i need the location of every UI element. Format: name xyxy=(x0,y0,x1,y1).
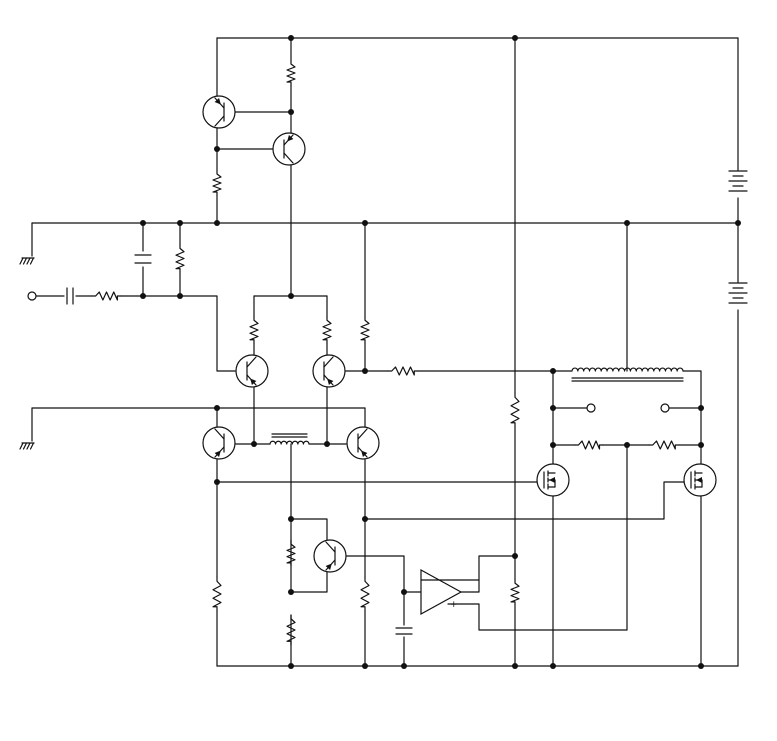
opamp xyxy=(420,568,463,616)
junction-dot xyxy=(140,220,146,226)
junction-dot xyxy=(214,479,220,485)
junction-dot xyxy=(362,368,368,374)
resistor xyxy=(286,540,296,567)
resistor xyxy=(648,440,680,450)
battery xyxy=(728,170,748,192)
junction-dot xyxy=(735,220,741,226)
components xyxy=(19,60,748,646)
junction-dot xyxy=(288,516,294,522)
terminal xyxy=(660,403,670,413)
arrowhead xyxy=(214,98,221,105)
wire xyxy=(290,518,328,541)
resistor xyxy=(574,440,604,450)
capacitor xyxy=(66,287,74,305)
opamp-noninverting-label: + xyxy=(450,600,458,610)
junction-dots xyxy=(140,35,741,669)
junction-dot xyxy=(214,146,220,152)
junction-dot xyxy=(401,663,407,669)
transistor-q3 xyxy=(235,354,269,388)
transistor-q1 xyxy=(202,95,236,129)
resistor xyxy=(322,316,332,344)
inductor xyxy=(571,367,684,372)
resistor xyxy=(510,579,520,606)
ground-symbol xyxy=(19,442,35,450)
junction-dot xyxy=(214,405,220,411)
inductor xyxy=(269,440,310,445)
arrowhead xyxy=(327,378,334,385)
junction-dot xyxy=(288,589,294,595)
transistor-q6 xyxy=(346,426,380,460)
junction-dot xyxy=(288,663,294,669)
battery xyxy=(728,282,748,304)
arrowhead xyxy=(250,378,257,385)
resistor xyxy=(175,244,185,273)
junction-dot xyxy=(512,553,518,559)
resistor xyxy=(286,614,296,646)
junction-dot xyxy=(288,35,294,41)
junction-dot xyxy=(214,220,220,226)
arrowhead xyxy=(214,450,221,457)
wires xyxy=(31,37,739,667)
arrowhead xyxy=(287,135,294,142)
resistor xyxy=(212,170,222,196)
capacitor xyxy=(134,254,152,264)
junction-dot xyxy=(288,109,294,115)
capacitor xyxy=(395,627,413,635)
junction-dot xyxy=(324,441,330,447)
resistor xyxy=(387,366,419,376)
wire xyxy=(364,342,389,372)
junction-dot xyxy=(140,293,146,299)
terminal xyxy=(586,403,596,413)
resistor xyxy=(510,392,520,428)
transistor-q2 xyxy=(272,132,306,166)
junction-dot xyxy=(550,442,556,448)
wire xyxy=(233,84,292,113)
arrowhead xyxy=(549,477,555,483)
wire xyxy=(364,481,685,520)
junction-dot xyxy=(698,442,704,448)
junction-dot xyxy=(624,220,630,226)
resistor xyxy=(360,316,370,344)
junction-dot xyxy=(362,516,368,522)
transformer-core xyxy=(571,377,684,382)
resistor xyxy=(360,576,370,612)
junction-dot xyxy=(550,663,556,669)
opamp-input-labels: − + xyxy=(450,576,459,610)
opamp-inverting-label: − xyxy=(451,576,459,586)
junction-dot xyxy=(401,589,407,595)
arrowhead xyxy=(361,450,368,457)
junction-dot xyxy=(698,405,704,411)
wire xyxy=(447,444,628,631)
wire xyxy=(682,370,702,409)
transistor-q5 xyxy=(202,426,236,460)
junction-dot xyxy=(362,220,368,226)
junction-dot xyxy=(288,293,294,299)
junction-dot xyxy=(624,442,630,448)
arrowhead xyxy=(325,563,332,570)
junction-dot xyxy=(550,405,556,411)
terminal xyxy=(27,291,37,301)
junction-dot xyxy=(177,293,183,299)
resistor xyxy=(286,60,296,86)
junction-dot xyxy=(550,368,556,374)
junction-dot xyxy=(512,35,518,41)
junction-dot xyxy=(177,220,183,226)
arrowhead xyxy=(696,477,702,483)
transformer-core xyxy=(271,433,308,438)
resistor xyxy=(249,316,259,344)
resistor xyxy=(91,291,122,301)
wire xyxy=(290,570,328,593)
transistor-q4 xyxy=(312,354,346,388)
wire xyxy=(460,555,516,593)
junction-dot xyxy=(698,663,704,669)
junction-dot xyxy=(251,441,257,447)
resistor xyxy=(212,576,222,612)
wire xyxy=(120,295,236,372)
ground-symbol xyxy=(19,257,35,265)
junction-dot xyxy=(362,663,368,669)
junction-dot xyxy=(512,663,518,669)
wire xyxy=(345,555,405,593)
